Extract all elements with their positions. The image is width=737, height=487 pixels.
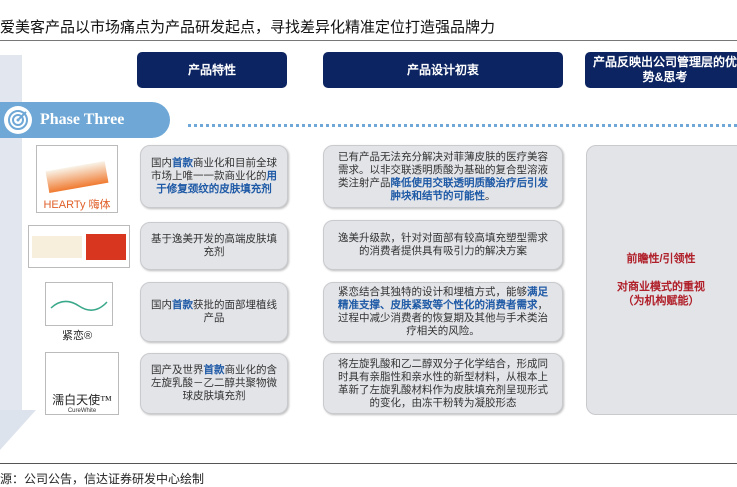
header-management: 产品反映出公司管理层的优势&思考 <box>585 52 737 88</box>
design-box: 逸美升级款，针对对面部有较高填充塑型需求的消费者提供具有吸引力的解决方案 <box>323 220 563 270</box>
brand-jinlian: 紧恋® <box>62 330 93 342</box>
feature-box: 国产及世界首款商业化的含左旋乳酸－乙二醇共聚物微球皮肤填充剂 <box>140 353 288 414</box>
dotted-divider <box>188 124 737 127</box>
management-point: 对商业模式的重视 <box>617 281 705 293</box>
brand-hearty: HEARTy 嗨体 <box>43 199 111 211</box>
product-image-yimei <box>28 225 130 268</box>
product-image-curewhite: 濡白天使™ CureWhite <box>45 352 119 415</box>
feature-box: 国内首款获批的面部埋植线产品 <box>140 282 288 342</box>
brand-curewhite: 濡白天使™ <box>52 393 112 407</box>
source-note: 源：公司公告，信达证券研发中心绘制 <box>0 472 205 486</box>
page-title: 爱美客产品以市场痛点为产品研发起点，寻找差异化精准定位打造强品牌力 <box>0 20 496 36</box>
design-box: 紧恋结合其独特的设计和埋植方式，能够满足精准支撑、皮肤紧致等个性化的消费者需求，… <box>323 282 563 342</box>
feature-box: 基于逸美开发的高端皮肤填充剂 <box>140 222 288 270</box>
header-product-features: 产品特性 <box>137 52 287 88</box>
footer-divider <box>0 463 737 464</box>
timeline-arrow <box>0 410 36 450</box>
management-point: 前瞻性/引领性 <box>626 253 696 265</box>
title-divider <box>0 40 737 41</box>
management-box: 前瞻性/引领性 对商业模式的重视 （为机构赋能） <box>586 145 737 415</box>
design-box: 已有产品无法充分解决对菲薄皮肤的医疗美容需求。以非交联透明质酸为基础的复合型溶液… <box>323 145 563 208</box>
brand-curewhite-en: CureWhite <box>67 408 97 414</box>
product-image-hearty: HEARTy 嗨体 <box>36 145 118 213</box>
phase-label: Phase Three <box>0 102 170 138</box>
timeline-band <box>0 55 22 415</box>
header-design-intent: 产品设计初衷 <box>323 52 563 88</box>
phase-text: Phase Three <box>40 111 125 128</box>
target-icon <box>4 106 32 134</box>
management-point: （为机构赋能） <box>622 295 700 307</box>
design-box: 将左旋乳酸和乙二醇双分子化学结合，形成同时具有亲脂性和亲水性的新型材料，从根本上… <box>323 353 563 414</box>
product-image-jinlian <box>45 282 113 326</box>
feature-box: 国内首款商业化和目前全球市场上唯一一款商业化的用于修复颈纹的皮肤填充剂 <box>140 145 288 208</box>
